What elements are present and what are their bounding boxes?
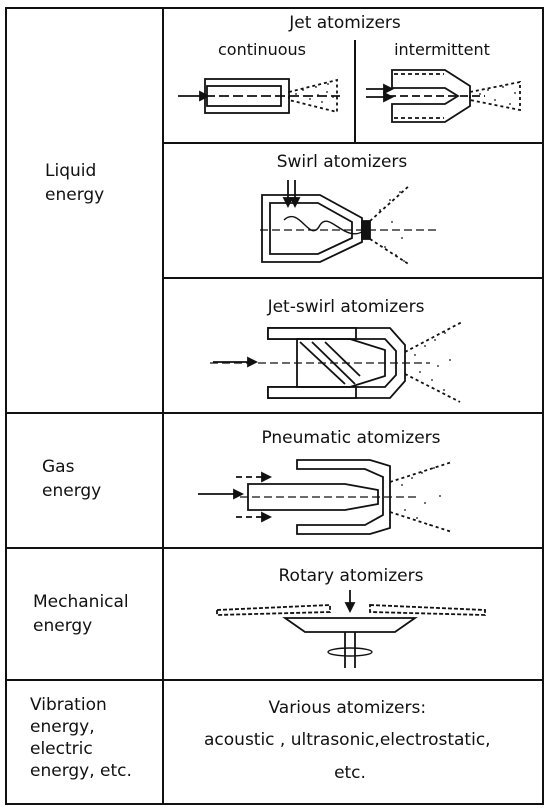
- rotary-atomizers-title: Rotary atomizers: [279, 566, 424, 586]
- jet-continuous-spray-dots: [295, 83, 334, 103]
- various-atomizers-text: Various atomizers: acoustic , ultrasonic…: [204, 698, 496, 783]
- pneumatic-atomizer-sketch: [198, 459, 453, 535]
- jet-atomizers-title: Jet atomizers: [288, 13, 401, 33]
- pneumatic-spray-dots: [401, 467, 441, 526]
- swirl-spray-dots: [379, 191, 405, 262]
- jet-continuous-sketch: [178, 78, 340, 114]
- jet-intermittent-label: intermittent: [394, 40, 490, 59]
- category-mechanical-label: Mechanical energy: [33, 592, 134, 636]
- swirl-atomizers-title: Swirl atomizers: [277, 152, 408, 172]
- jet-swirl-atomizers-title: Jet-swirl atomizers: [267, 297, 425, 317]
- category-liquid-label: Liquid energy: [45, 161, 104, 205]
- jet-intermittent-spray-dots: [479, 86, 516, 105]
- jet-intermittent-sketch: [366, 69, 521, 123]
- jet-swirl-spray-dots: [414, 332, 451, 391]
- category-gas-label: Gas energy: [42, 457, 101, 501]
- jet-continuous-label: continuous: [218, 40, 306, 59]
- jet-swirl-atomizer-sketch: [210, 321, 463, 403]
- swirl-atomizer-sketch: [260, 180, 440, 266]
- table-grid: [5, 7, 544, 805]
- category-vibration-label: Vibration energy, electric energy, etc.: [30, 695, 132, 781]
- rotary-atomizer-sketch: [216, 590, 486, 668]
- pneumatic-atomizers-title: Pneumatic atomizers: [261, 428, 440, 448]
